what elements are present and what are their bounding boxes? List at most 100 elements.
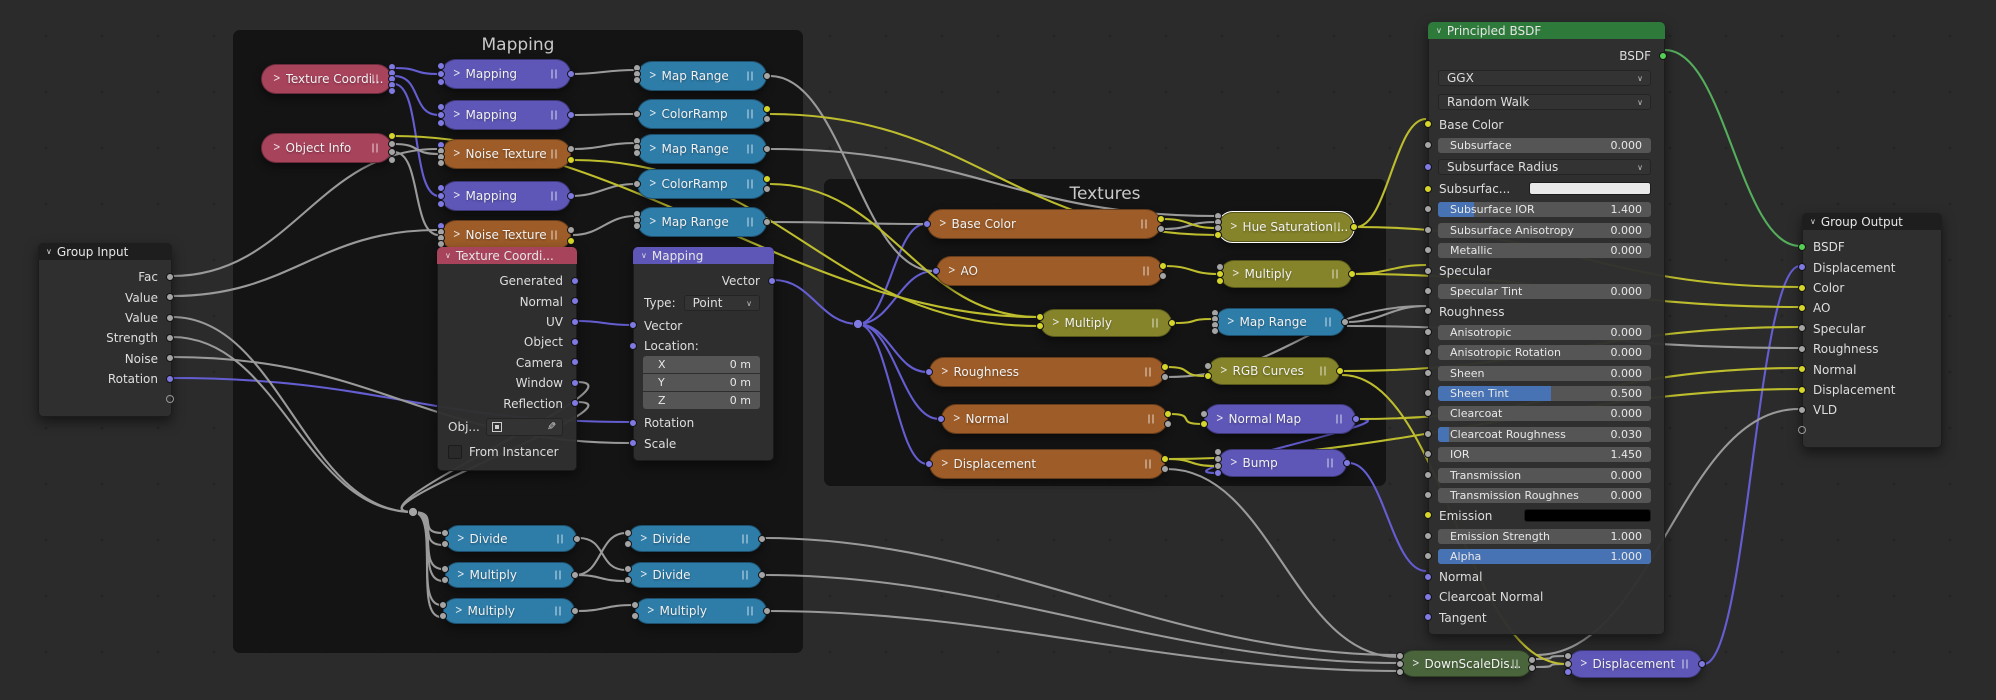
gray-socket[interactable] xyxy=(763,115,771,123)
yellow-socket[interactable] xyxy=(1424,120,1432,129)
node-divide-3[interactable]: >Divide xyxy=(624,562,766,588)
node-color-ramp-2[interactable]: >ColorRamp xyxy=(633,169,771,199)
purple-socket[interactable] xyxy=(437,119,445,127)
purple-socket[interactable] xyxy=(1798,263,1806,272)
node-header[interactable]: ∨Texture Coordi... xyxy=(437,247,577,264)
gray-socket[interactable] xyxy=(166,293,174,302)
purple-socket[interactable] xyxy=(1424,162,1432,171)
gray-socket[interactable] xyxy=(1424,429,1432,438)
gray-socket[interactable] xyxy=(166,272,174,281)
purple-socket[interactable] xyxy=(437,103,445,111)
gray-socket[interactable] xyxy=(1798,324,1806,333)
purple-socket[interactable] xyxy=(629,321,637,330)
node-mapping-1[interactable]: >Mapping xyxy=(437,59,575,89)
yellow-socket[interactable] xyxy=(763,175,771,183)
gray-socket[interactable] xyxy=(441,539,449,548)
purple-socket[interactable] xyxy=(923,220,931,228)
gray-socket[interactable] xyxy=(1424,266,1432,275)
collapse-arrow-icon[interactable]: > xyxy=(1230,456,1238,470)
gray-socket[interactable] xyxy=(1798,405,1806,414)
collapse-arrow-icon[interactable]: > xyxy=(1412,657,1420,670)
purple-socket[interactable] xyxy=(437,111,445,119)
purple-socket[interactable] xyxy=(571,337,579,346)
gray-socket[interactable] xyxy=(1424,205,1432,214)
collapse-arrow-icon[interactable]: > xyxy=(640,532,648,545)
gray-socket[interactable] xyxy=(1161,465,1169,473)
yellow-socket[interactable] xyxy=(1798,365,1806,374)
collapse-arrow-icon[interactable]: > xyxy=(453,147,461,161)
yellow-socket[interactable] xyxy=(1424,184,1432,193)
collapse-arrow-icon[interactable]: > xyxy=(273,72,281,86)
purple-socket[interactable] xyxy=(925,460,933,468)
yellow-socket[interactable] xyxy=(1216,277,1224,285)
green-socket[interactable] xyxy=(1659,51,1667,60)
node-mapping-2[interactable]: >Mapping xyxy=(437,100,575,130)
collapse-arrow-icon[interactable]: > xyxy=(1227,315,1235,329)
gray-socket[interactable] xyxy=(1424,348,1432,357)
collapse-arrow-icon[interactable]: > xyxy=(457,568,465,582)
purple-socket[interactable] xyxy=(567,70,575,78)
gray-socket[interactable] xyxy=(1341,318,1349,326)
node-map-range-3[interactable]: >Map Range xyxy=(633,207,771,237)
purple-socket[interactable] xyxy=(1564,668,1572,676)
gray-socket[interactable] xyxy=(1798,344,1806,353)
empty-socket[interactable] xyxy=(166,395,174,404)
purple-socket[interactable] xyxy=(437,78,445,86)
gray-socket[interactable] xyxy=(1424,307,1432,316)
collapse-arrow-icon[interactable]: > xyxy=(453,108,461,122)
purple-socket[interactable] xyxy=(166,374,174,383)
gray-socket[interactable] xyxy=(1564,660,1572,668)
collapse-arrow-icon[interactable]: > xyxy=(941,365,949,379)
collapse-arrow-icon[interactable]: > xyxy=(649,177,657,191)
node-noise-texture-2[interactable]: >Noise Texture xyxy=(437,220,575,250)
gray-socket[interactable] xyxy=(1424,552,1432,561)
purple-socket[interactable] xyxy=(571,276,579,285)
object-field[interactable]: ✎ xyxy=(485,417,563,436)
color-swatch[interactable] xyxy=(1524,508,1651,522)
purple-socket[interactable] xyxy=(571,297,579,306)
checkbox[interactable] xyxy=(448,444,462,459)
yellow-socket[interactable] xyxy=(1157,215,1165,223)
purple-socket[interactable] xyxy=(629,439,637,448)
dropdown[interactable]: GGX∨ xyxy=(1438,70,1651,87)
gray-socket[interactable] xyxy=(437,159,445,167)
node-header[interactable]: ∨Group Output xyxy=(1802,213,1942,230)
yellow-socket[interactable] xyxy=(1798,385,1806,394)
collapse-arrow-icon[interactable]: > xyxy=(640,568,648,582)
purple-socket[interactable] xyxy=(388,87,396,95)
gray-socket[interactable] xyxy=(1159,272,1167,280)
gray-socket[interactable] xyxy=(763,145,771,153)
yellow-socket[interactable] xyxy=(1036,313,1044,321)
collapse-arrow-icon[interactable]: > xyxy=(1216,412,1224,426)
gray-socket[interactable] xyxy=(388,156,396,164)
node-map-range-2[interactable]: >Map Range xyxy=(633,134,771,164)
purple-socket[interactable] xyxy=(1424,592,1432,601)
collapse-arrow-icon[interactable]: > xyxy=(453,67,461,81)
gray-socket[interactable] xyxy=(624,565,632,573)
collapse-arrow-icon[interactable]: > xyxy=(649,69,657,83)
gray-socket[interactable] xyxy=(1424,327,1432,336)
chevron-down-icon[interactable]: ∨ xyxy=(445,251,451,260)
node-downscale-displacement[interactable]: >DownScaleDis... xyxy=(1396,650,1536,677)
gray-socket[interactable] xyxy=(633,149,641,157)
green-socket[interactable] xyxy=(1798,242,1806,251)
gray-socket[interactable] xyxy=(1424,368,1432,377)
gray-socket[interactable] xyxy=(388,148,396,156)
gray-socket[interactable] xyxy=(573,534,581,543)
gray-socket[interactable] xyxy=(763,607,771,615)
purple-socket[interactable] xyxy=(768,276,776,285)
gray-socket[interactable] xyxy=(1424,450,1432,459)
node-hue-saturation[interactable]: >Hue Saturation ... xyxy=(1214,211,1358,243)
purple-socket[interactable] xyxy=(1424,572,1432,581)
yellow-socket[interactable] xyxy=(1204,372,1212,380)
